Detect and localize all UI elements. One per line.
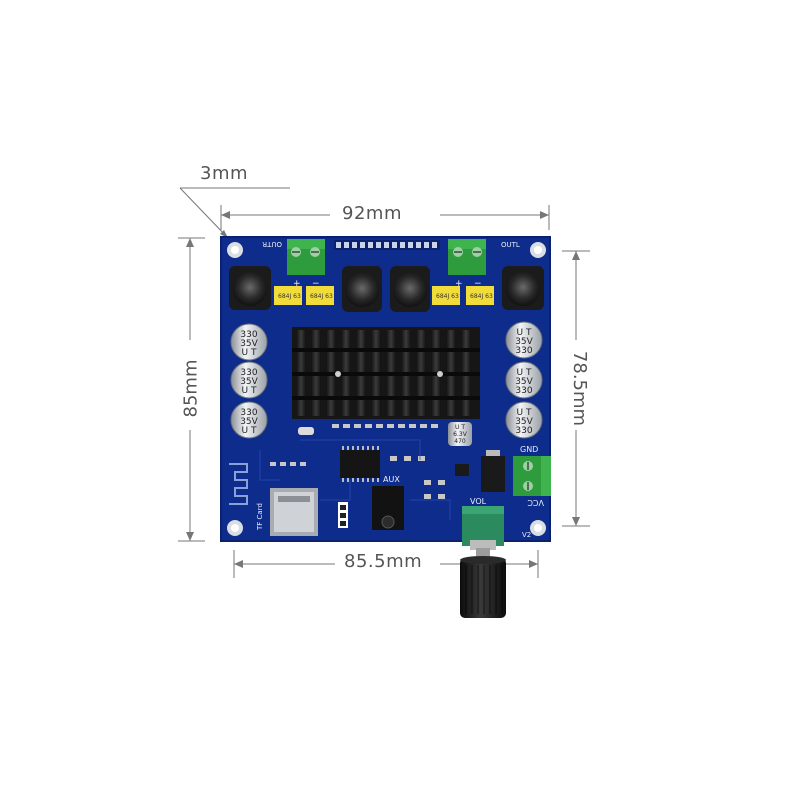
svg-text:+: +: [455, 279, 463, 289]
svg-text:−: −: [474, 279, 482, 289]
svg-text:6.3V: 6.3V: [453, 431, 468, 438]
svg-text:684J 63: 684J 63: [310, 293, 333, 300]
svg-text:U T: U T: [242, 348, 257, 358]
svg-text:U T: U T: [517, 368, 532, 378]
svg-text:330: 330: [515, 426, 532, 436]
svg-text:−: −: [312, 279, 320, 289]
svg-text:35V: 35V: [515, 337, 533, 347]
small-capacitor: [448, 422, 472, 446]
vol-label: VOL: [470, 497, 487, 506]
vcc-label: VCC: [527, 498, 544, 507]
small-pin-header: [338, 502, 348, 528]
bluetooth-chip: [340, 446, 380, 482]
svg-text:U T: U T: [517, 408, 532, 418]
svg-text:330: 330: [515, 386, 532, 396]
svg-text:684J 63: 684J 63: [278, 293, 301, 300]
left-cap-labels: 330 35V U T 330 35V U T 330 35V U T: [240, 330, 258, 436]
volume-potentiometer: [462, 506, 504, 558]
aux-label: AUX: [383, 475, 400, 484]
svg-text:330: 330: [515, 346, 532, 356]
svg-text:U T: U T: [517, 328, 532, 338]
inductors: [229, 266, 544, 312]
small-cap-labels: U T 6.3V 470: [453, 424, 468, 445]
svg-text:330: 330: [240, 368, 257, 378]
heatsink: [292, 327, 480, 419]
svg-text:684J 63: 684J 63: [470, 293, 493, 300]
electrolytic-capacitors-right: [505, 321, 543, 439]
outl-label: OUTL: [501, 241, 520, 249]
aux-jack: [372, 486, 404, 530]
mounting-holes: [227, 242, 546, 536]
antenna-trace: [229, 463, 248, 505]
film-capacitors: [274, 286, 494, 305]
power-terminal: [513, 456, 551, 496]
dimension-width-inner-label: 85.5mm: [340, 551, 427, 572]
voltage-regulator: [455, 450, 505, 492]
smd-components: [270, 424, 445, 499]
svg-text:35V: 35V: [515, 377, 533, 387]
svg-text:684J 63: 684J 63: [436, 293, 459, 300]
terminal-polarity-marks: + − + −: [293, 279, 482, 289]
dimension-corner-label: 3mm: [196, 163, 253, 184]
svg-text:470: 470: [454, 438, 466, 445]
film-cap-labels: 684J 63 684J 63 684J 63 684J 63: [278, 293, 493, 300]
tf-card-label: TF Card: [256, 503, 264, 531]
gnd-label: GND: [520, 445, 538, 454]
outr-label: OUTR: [262, 240, 282, 248]
pcb-traces: [259, 439, 451, 520]
svg-text:35V: 35V: [240, 339, 258, 349]
output-terminal-right: [287, 239, 325, 275]
electrolytic-capacitors-left: [230, 323, 268, 439]
volume-knob: [460, 556, 506, 618]
svg-text:U T: U T: [242, 426, 257, 436]
svg-text:U T: U T: [242, 386, 257, 396]
output-terminal-left: [448, 239, 486, 275]
svg-text:35V: 35V: [240, 417, 258, 427]
tf-card-slot: [270, 488, 318, 536]
svg-text:35V: 35V: [515, 417, 533, 427]
svg-text:330: 330: [240, 408, 257, 418]
svg-text:330: 330: [240, 330, 257, 340]
svg-text:U T: U T: [455, 424, 465, 431]
right-cap-labels: U T 35V 330 U T 35V 330 U T 35V 330: [515, 328, 533, 436]
dimension-width-outer-label: 92mm: [338, 203, 406, 224]
svg-text:35V: 35V: [240, 377, 258, 387]
v2-label: V2: [522, 531, 531, 539]
dimension-arrowheads: [186, 211, 580, 568]
top-pin-header: [334, 240, 440, 250]
svg-text:+: +: [293, 279, 301, 289]
